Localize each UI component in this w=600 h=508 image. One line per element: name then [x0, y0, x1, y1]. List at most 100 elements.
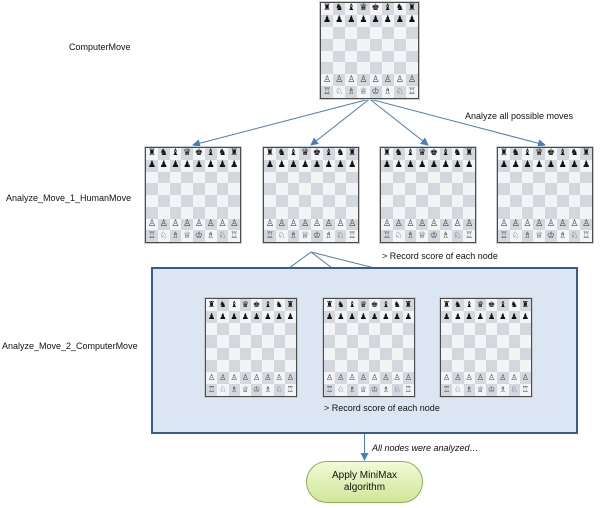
board-square [498, 183, 510, 195]
board-square [545, 171, 557, 184]
white-pawn-icon: ♙ [273, 371, 285, 384]
black-pawn-icon: ♟ [321, 14, 334, 27]
board-square [545, 206, 557, 219]
black-pawn-icon: ♟ [324, 311, 336, 324]
white-knight-icon: ♘ [393, 86, 406, 98]
board-square [206, 323, 218, 336]
board-square [441, 335, 453, 348]
white-pawn-icon: ♙ [463, 371, 475, 384]
black-knight-icon: ♞ [334, 148, 347, 160]
board-square [264, 206, 276, 219]
white-bishop-icon: ♗ [380, 383, 392, 396]
board-square [486, 359, 498, 372]
white-pawn-icon: ♙ [416, 218, 428, 231]
white-pawn-icon: ♙ [404, 218, 417, 231]
board-square [463, 335, 475, 348]
apply-minimax-node: Apply MiniMax algorithm [306, 461, 423, 503]
board-square [556, 183, 569, 195]
board-square [357, 359, 369, 372]
black-pawn-icon: ♟ [357, 14, 370, 27]
board-square [439, 171, 452, 184]
black-king-icon: ♚ [369, 299, 381, 312]
board-square [474, 335, 486, 348]
black-rook-icon: ♜ [405, 3, 418, 15]
board-square [497, 359, 509, 372]
board-square [346, 183, 358, 195]
black-pawn-icon: ♟ [428, 159, 440, 172]
black-knight-icon: ♞ [568, 148, 581, 160]
black-pawn-icon: ♟ [169, 159, 182, 172]
white-pawn-icon: ♙ [369, 371, 381, 384]
black-pawn-icon: ♟ [322, 159, 335, 172]
white-knight-icon: ♘ [452, 383, 464, 396]
board-square [486, 347, 498, 360]
record-score-label-1: > Record score of each node [382, 251, 498, 261]
white-knight-icon: ♘ [391, 383, 403, 396]
board-square [275, 206, 288, 219]
white-rook-icon: ♖ [321, 86, 334, 98]
board-square [428, 183, 440, 195]
board-square [217, 335, 229, 348]
black-pawn-icon: ♟ [463, 159, 475, 172]
board-square [311, 183, 323, 195]
move1-board-2: ♜♞♝♛♚♝♞♜♟♟♟♟♟♟♟♟♙♙♙♙♙♙♙♙♖♘♗♕♔♗♘♖ [263, 147, 359, 243]
board-square [333, 50, 346, 63]
board-square [287, 206, 300, 219]
board-square [405, 62, 418, 75]
white-king-icon: ♔ [545, 230, 557, 242]
arrow-root-to-move1-1 [192, 98, 370, 148]
arrow-root-to-move1-3 [369, 98, 429, 146]
white-rook-icon: ♖ [498, 230, 510, 242]
board-square [346, 171, 358, 184]
board-square [533, 195, 545, 207]
board-square [369, 62, 382, 75]
white-king-icon: ♔ [369, 383, 381, 396]
black-rook-icon: ♜ [498, 148, 510, 160]
white-rook-icon: ♖ [264, 230, 276, 242]
white-pawn-icon: ♙ [251, 371, 263, 384]
black-bishop-icon: ♝ [521, 148, 534, 160]
white-bishop-icon: ♗ [439, 230, 452, 242]
board-square [287, 183, 300, 195]
board-square [441, 323, 453, 336]
black-pawn-icon: ♟ [333, 14, 346, 27]
board-square [334, 195, 347, 207]
board-square [405, 50, 418, 63]
black-rook-icon: ♜ [463, 148, 475, 160]
board-square [463, 323, 475, 336]
white-pawn-icon: ♙ [393, 74, 406, 87]
white-queen-icon: ♕ [533, 230, 545, 242]
white-pawn-icon: ♙ [380, 371, 392, 384]
board-square [402, 359, 414, 372]
board-square [402, 323, 414, 336]
black-king-icon: ♚ [193, 148, 205, 160]
board-square [369, 323, 381, 336]
black-pawn-icon: ♟ [381, 159, 393, 172]
black-pawn-icon: ♟ [452, 311, 464, 324]
board-square [509, 183, 522, 195]
black-pawn-icon: ♟ [216, 159, 229, 172]
board-square [521, 195, 534, 207]
board-square [509, 206, 522, 219]
black-pawn-icon: ♟ [486, 311, 498, 324]
black-pawn-icon: ♟ [228, 311, 240, 324]
board-square [216, 195, 229, 207]
black-pawn-icon: ♟ [239, 311, 251, 324]
board-square [381, 183, 393, 195]
board-square [262, 335, 274, 348]
board-square [345, 62, 358, 75]
black-bishop-icon: ♝ [322, 148, 335, 160]
white-pawn-icon: ♙ [439, 218, 452, 231]
black-pawn-icon: ♟ [381, 14, 394, 27]
black-bishop-icon: ♝ [169, 148, 182, 160]
board-square [381, 171, 393, 184]
board-square [392, 206, 405, 219]
black-queen-icon: ♛ [474, 299, 486, 312]
black-pawn-icon: ♟ [556, 159, 569, 172]
black-rook-icon: ♜ [402, 299, 414, 312]
move1-board-4: ♜♞♝♛♚♝♞♜♟♟♟♟♟♟♟♟♙♙♙♙♙♙♙♙♖♘♗♕♔♗♘♖ [497, 147, 593, 243]
black-pawn-icon: ♟ [391, 311, 403, 324]
board-square [239, 347, 251, 360]
white-king-icon: ♔ [369, 86, 382, 98]
board-square [392, 171, 405, 184]
